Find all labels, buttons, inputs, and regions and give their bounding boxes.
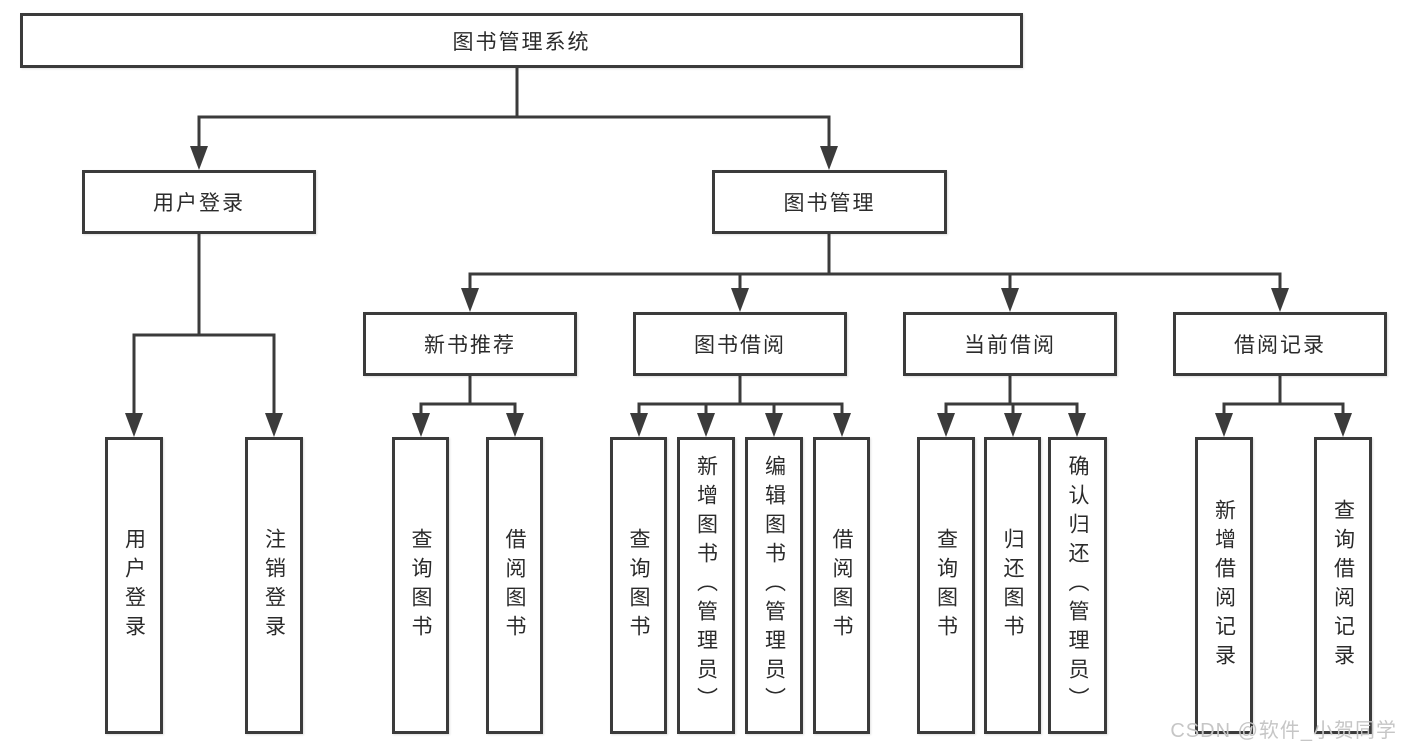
arrowhead-icon — [461, 288, 479, 312]
node-current-borrowing: 当前借阅 — [903, 312, 1117, 376]
connector-login-to-leaves — [132, 232, 276, 419]
arrowhead-icon — [125, 413, 143, 437]
node-book-borrowing: 图书借阅 — [633, 312, 847, 376]
arrowhead-icon — [1334, 413, 1352, 437]
leaf-add-book-admin: 新增图书（管理员） — [677, 437, 735, 734]
arrowhead-icon — [1001, 288, 1019, 312]
leaf-label: 查询图书 — [627, 527, 650, 644]
connector-newbooks-to-leaves — [419, 374, 517, 419]
arrowhead-icon — [1004, 413, 1022, 437]
leaf-label: 注销登录 — [262, 527, 286, 644]
leaf-label: 归还图书 — [1001, 527, 1024, 644]
leaf-query-books-newbooks: 查询图书 — [392, 437, 449, 734]
leaf-label: 用户登录 — [122, 527, 146, 644]
arrowhead-icon — [1215, 413, 1233, 437]
leaf-label: 借阅图书 — [503, 527, 526, 644]
leaf-borrow-books-newbooks: 借阅图书 — [486, 437, 543, 734]
arrowhead-icon — [697, 413, 715, 437]
leaf-query-books-borrowing: 查询图书 — [610, 437, 667, 734]
node-user-login: 用户登录 — [82, 170, 316, 234]
node-new-book-recommend: 新书推荐 — [363, 312, 577, 376]
node-borrowing-records: 借阅记录 — [1173, 312, 1387, 376]
arrowhead-icon — [731, 288, 749, 312]
arrowhead-icon — [190, 146, 208, 170]
arrowhead-icon — [1068, 413, 1086, 437]
leaf-edit-book-admin: 编辑图书（管理员） — [745, 437, 803, 734]
connector-current-to-leaves — [944, 374, 1079, 419]
arrowhead-icon — [820, 146, 838, 170]
leaf-label: 查询借阅记录 — [1331, 498, 1355, 673]
leaf-label: 确认归还（管理员） — [1066, 455, 1089, 716]
leaf-confirm-return-admin: 确认归还（管理员） — [1048, 437, 1107, 734]
arrowhead-icon — [412, 413, 430, 437]
leaf-label: 查询图书 — [934, 527, 958, 644]
node-book-management: 图书管理 — [712, 170, 947, 234]
connector-bookmgmt-to-level3 — [468, 232, 1282, 294]
leaf-user-login: 用户登录 — [105, 437, 163, 734]
arrowhead-icon — [833, 413, 851, 437]
leaf-query-books-current: 查询图书 — [917, 437, 975, 734]
connector-borrowing-to-leaves — [637, 374, 844, 419]
leaf-return-book: 归还图书 — [984, 437, 1041, 734]
arrowhead-icon — [937, 413, 955, 437]
leaf-logout: 注销登录 — [245, 437, 303, 734]
leaf-label: 新增借阅记录 — [1212, 498, 1236, 673]
leaf-label: 新增图书（管理员） — [694, 455, 718, 716]
leaf-label: 编辑图书（管理员） — [762, 455, 786, 716]
arrowhead-icon — [630, 413, 648, 437]
arrowhead-icon — [765, 413, 783, 437]
arrowhead-icon — [506, 413, 524, 437]
leaf-add-borrow-record: 新增借阅记录 — [1195, 437, 1253, 734]
leaf-label: 借阅图书 — [830, 527, 853, 644]
connector-root-to-level2 — [197, 66, 831, 152]
arrowhead-icon — [1271, 288, 1289, 312]
csdn-watermark: CSDN @软件_小贺同学 — [1170, 720, 1397, 742]
leaf-query-borrow-record: 查询借阅记录 — [1314, 437, 1372, 734]
leaf-borrow-books-borrowing: 借阅图书 — [813, 437, 870, 734]
leaf-label: 查询图书 — [409, 527, 432, 644]
arrowhead-icon — [265, 413, 283, 437]
node-root-system: 图书管理系统 — [20, 13, 1023, 68]
connector-records-to-leaves — [1222, 374, 1345, 419]
